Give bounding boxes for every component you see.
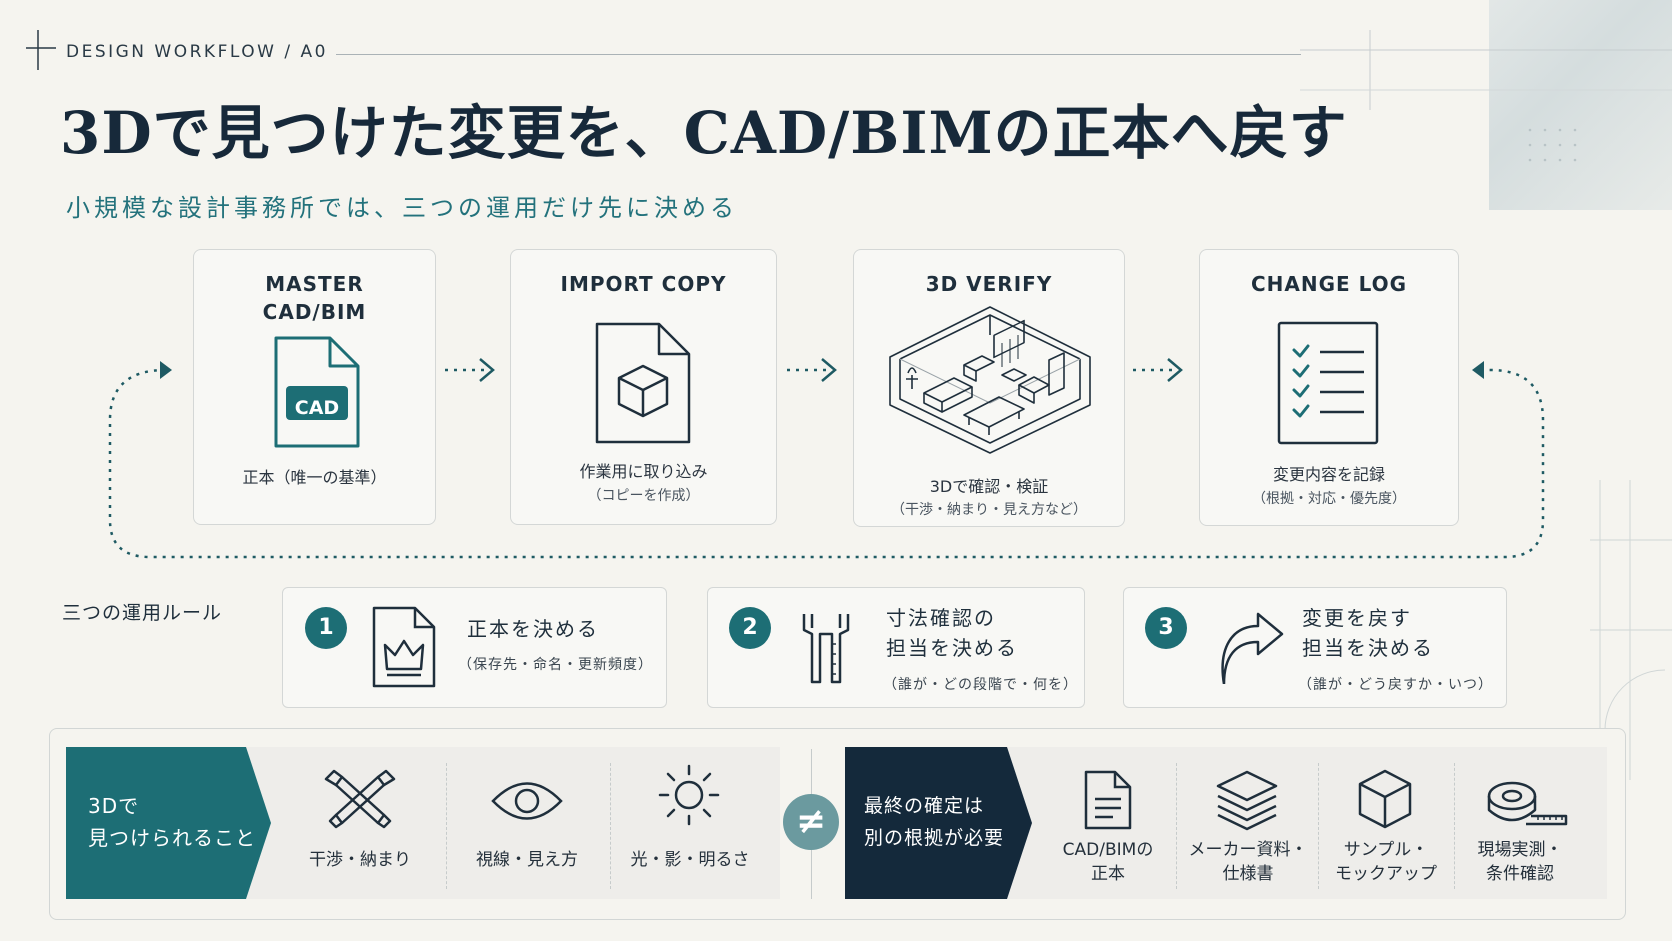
card-heading: IMPORT COPY (560, 272, 727, 296)
crown-document-icon (372, 606, 436, 688)
rule-title-line-2: 担当を決める (886, 636, 1018, 660)
page-subtitle: 小規模な設計事務所では、三つの運用だけ先に決める (66, 194, 738, 222)
card-caption: 作業用に取り込み (579, 462, 708, 481)
card-heading: CHANGE LOG (1250, 272, 1408, 296)
right-chevron-label: 最終の確定は 別の根拠が必要 (864, 790, 1004, 854)
rule-title-line-1: 変更を戻す (1302, 606, 1412, 630)
right-item-label: CAD/BIMの 正本 (1043, 838, 1173, 886)
card-caption: 変更内容を記録 (1272, 465, 1385, 484)
cad-file-icon (274, 336, 360, 448)
rule-number-badge: 3 (1145, 607, 1187, 649)
divider (1318, 763, 1319, 889)
right-item-label: 現場実測・ 条件確認 (1450, 838, 1590, 886)
eye-icon (491, 782, 563, 820)
document-icon (1084, 770, 1132, 830)
rule-subtitle: （誰が・どう戻すか・いつ） (1298, 677, 1493, 693)
right-item-label-line-1: メーカー資料・ (1188, 840, 1308, 860)
right-item-label-line-2: 条件確認 (1486, 864, 1554, 884)
not-equal-badge: ≠ (783, 794, 839, 850)
right-item-label-line-1: 現場実測・ (1477, 840, 1563, 860)
card-caption: 正本（唯一の基準） (242, 468, 387, 487)
card-master-cad-bim: MASTER CAD/BIM CAD 正本（唯一の基準） (193, 249, 436, 525)
right-item-label: サンプル・ モックアップ (1316, 838, 1456, 886)
eyebrow-label: DESIGN WORKFLOW / A0 (66, 42, 328, 62)
card-heading: 3D VERIFY (925, 272, 1053, 296)
left-item-label: 視線・見え方 (476, 850, 578, 870)
right-item-label-line-2: モックアップ (1335, 864, 1437, 884)
rule-card-1: 1 正本を決める （保存先・命名・更新頻度） (282, 587, 667, 708)
rule-subtitle: （誰が・どの段階で・何を） (883, 677, 1078, 693)
rule-card-2: 2 寸法確認の 担当を決める （誰が・どの段階で・何を） (707, 587, 1085, 708)
left-chevron-label: 3Dで 見つけられること (88, 790, 256, 854)
right-label-line-1: 最終の確定は (864, 795, 985, 817)
right-item-label-line-2: 正本 (1091, 864, 1125, 884)
left-chevron (66, 747, 271, 899)
right-item-label-line-1: CAD/BIMの (1062, 840, 1154, 860)
rule-number-badge: 1 (305, 607, 347, 649)
rule-title-line-2: 担当を決める (1302, 636, 1434, 660)
return-arrow-icon (1221, 612, 1284, 684)
divider (1176, 763, 1177, 889)
crossed-pipes-icon (324, 769, 396, 829)
card-import-copy: IMPORT COPY 作業用に取り込み （コピーを作成） (510, 249, 777, 525)
rule-title-line-1: 寸法確認の (886, 606, 996, 630)
crosshair-mark (26, 30, 56, 70)
rule-card-3: 3 変更を戻す 担当を決める （誰が・どう戻すか・いつ） (1123, 587, 1507, 708)
rules-label: 三つの運用ルール (62, 602, 223, 624)
header-rule (336, 54, 1301, 55)
left-label-line-2: 見つけられること (88, 826, 256, 850)
left-item-label: 光・影・明るさ (630, 850, 750, 870)
tape-measure-icon (1487, 781, 1568, 826)
right-label-line-2: 別の根拠が必要 (864, 827, 1005, 849)
card-heading: MASTER CAD/BIM (262, 272, 367, 324)
layers-icon (1216, 770, 1278, 831)
texture-panel (1489, 0, 1672, 210)
checklist-icon (1277, 321, 1379, 445)
cube-icon (1358, 769, 1412, 829)
card-subcaption: （干渉・納まり・見え方など） (891, 502, 1087, 518)
cube-file-icon (595, 322, 691, 444)
right-item-label-line-2: 仕様書 (1222, 864, 1274, 884)
right-item-label-line-1: サンプル・ (1343, 840, 1429, 860)
left-label-line-1: 3Dで (88, 794, 140, 818)
caliper-icon (802, 614, 850, 684)
card-subcaption: （根拠・対応・優先度） (1252, 491, 1406, 507)
rule-title: 正本を決める (467, 617, 599, 641)
isometric-room-icon (889, 306, 1091, 454)
card-caption: 3Dで確認・検証 (929, 477, 1049, 496)
divider (446, 763, 447, 889)
page-title: 3Dで見つけた変更を、CAD/BIMの正本へ戻す (60, 99, 1348, 167)
card-change-log: CHANGE LOG 変更内容を記録 （根拠・対応・優先度） (1199, 249, 1459, 526)
sun-icon (658, 764, 720, 826)
right-item-label: メーカー資料・ 仕様書 (1178, 838, 1318, 886)
card-3d-verify: 3D VERIFY 3Dで確認・検証 （干渉・納まり・見え方など） (853, 249, 1125, 527)
right-chevron (845, 747, 1032, 899)
cad-icon-text: CAD (294, 397, 340, 419)
left-item-label: 干渉・納まり (309, 850, 411, 870)
rule-subtitle: （保存先・命名・更新頻度） (458, 657, 653, 673)
card-subcaption: （コピーを作成） (587, 488, 700, 504)
grid-decoration (1300, 30, 1672, 162)
rule-number-badge: 2 (729, 607, 771, 649)
divider (610, 763, 611, 889)
divider (1454, 763, 1455, 889)
